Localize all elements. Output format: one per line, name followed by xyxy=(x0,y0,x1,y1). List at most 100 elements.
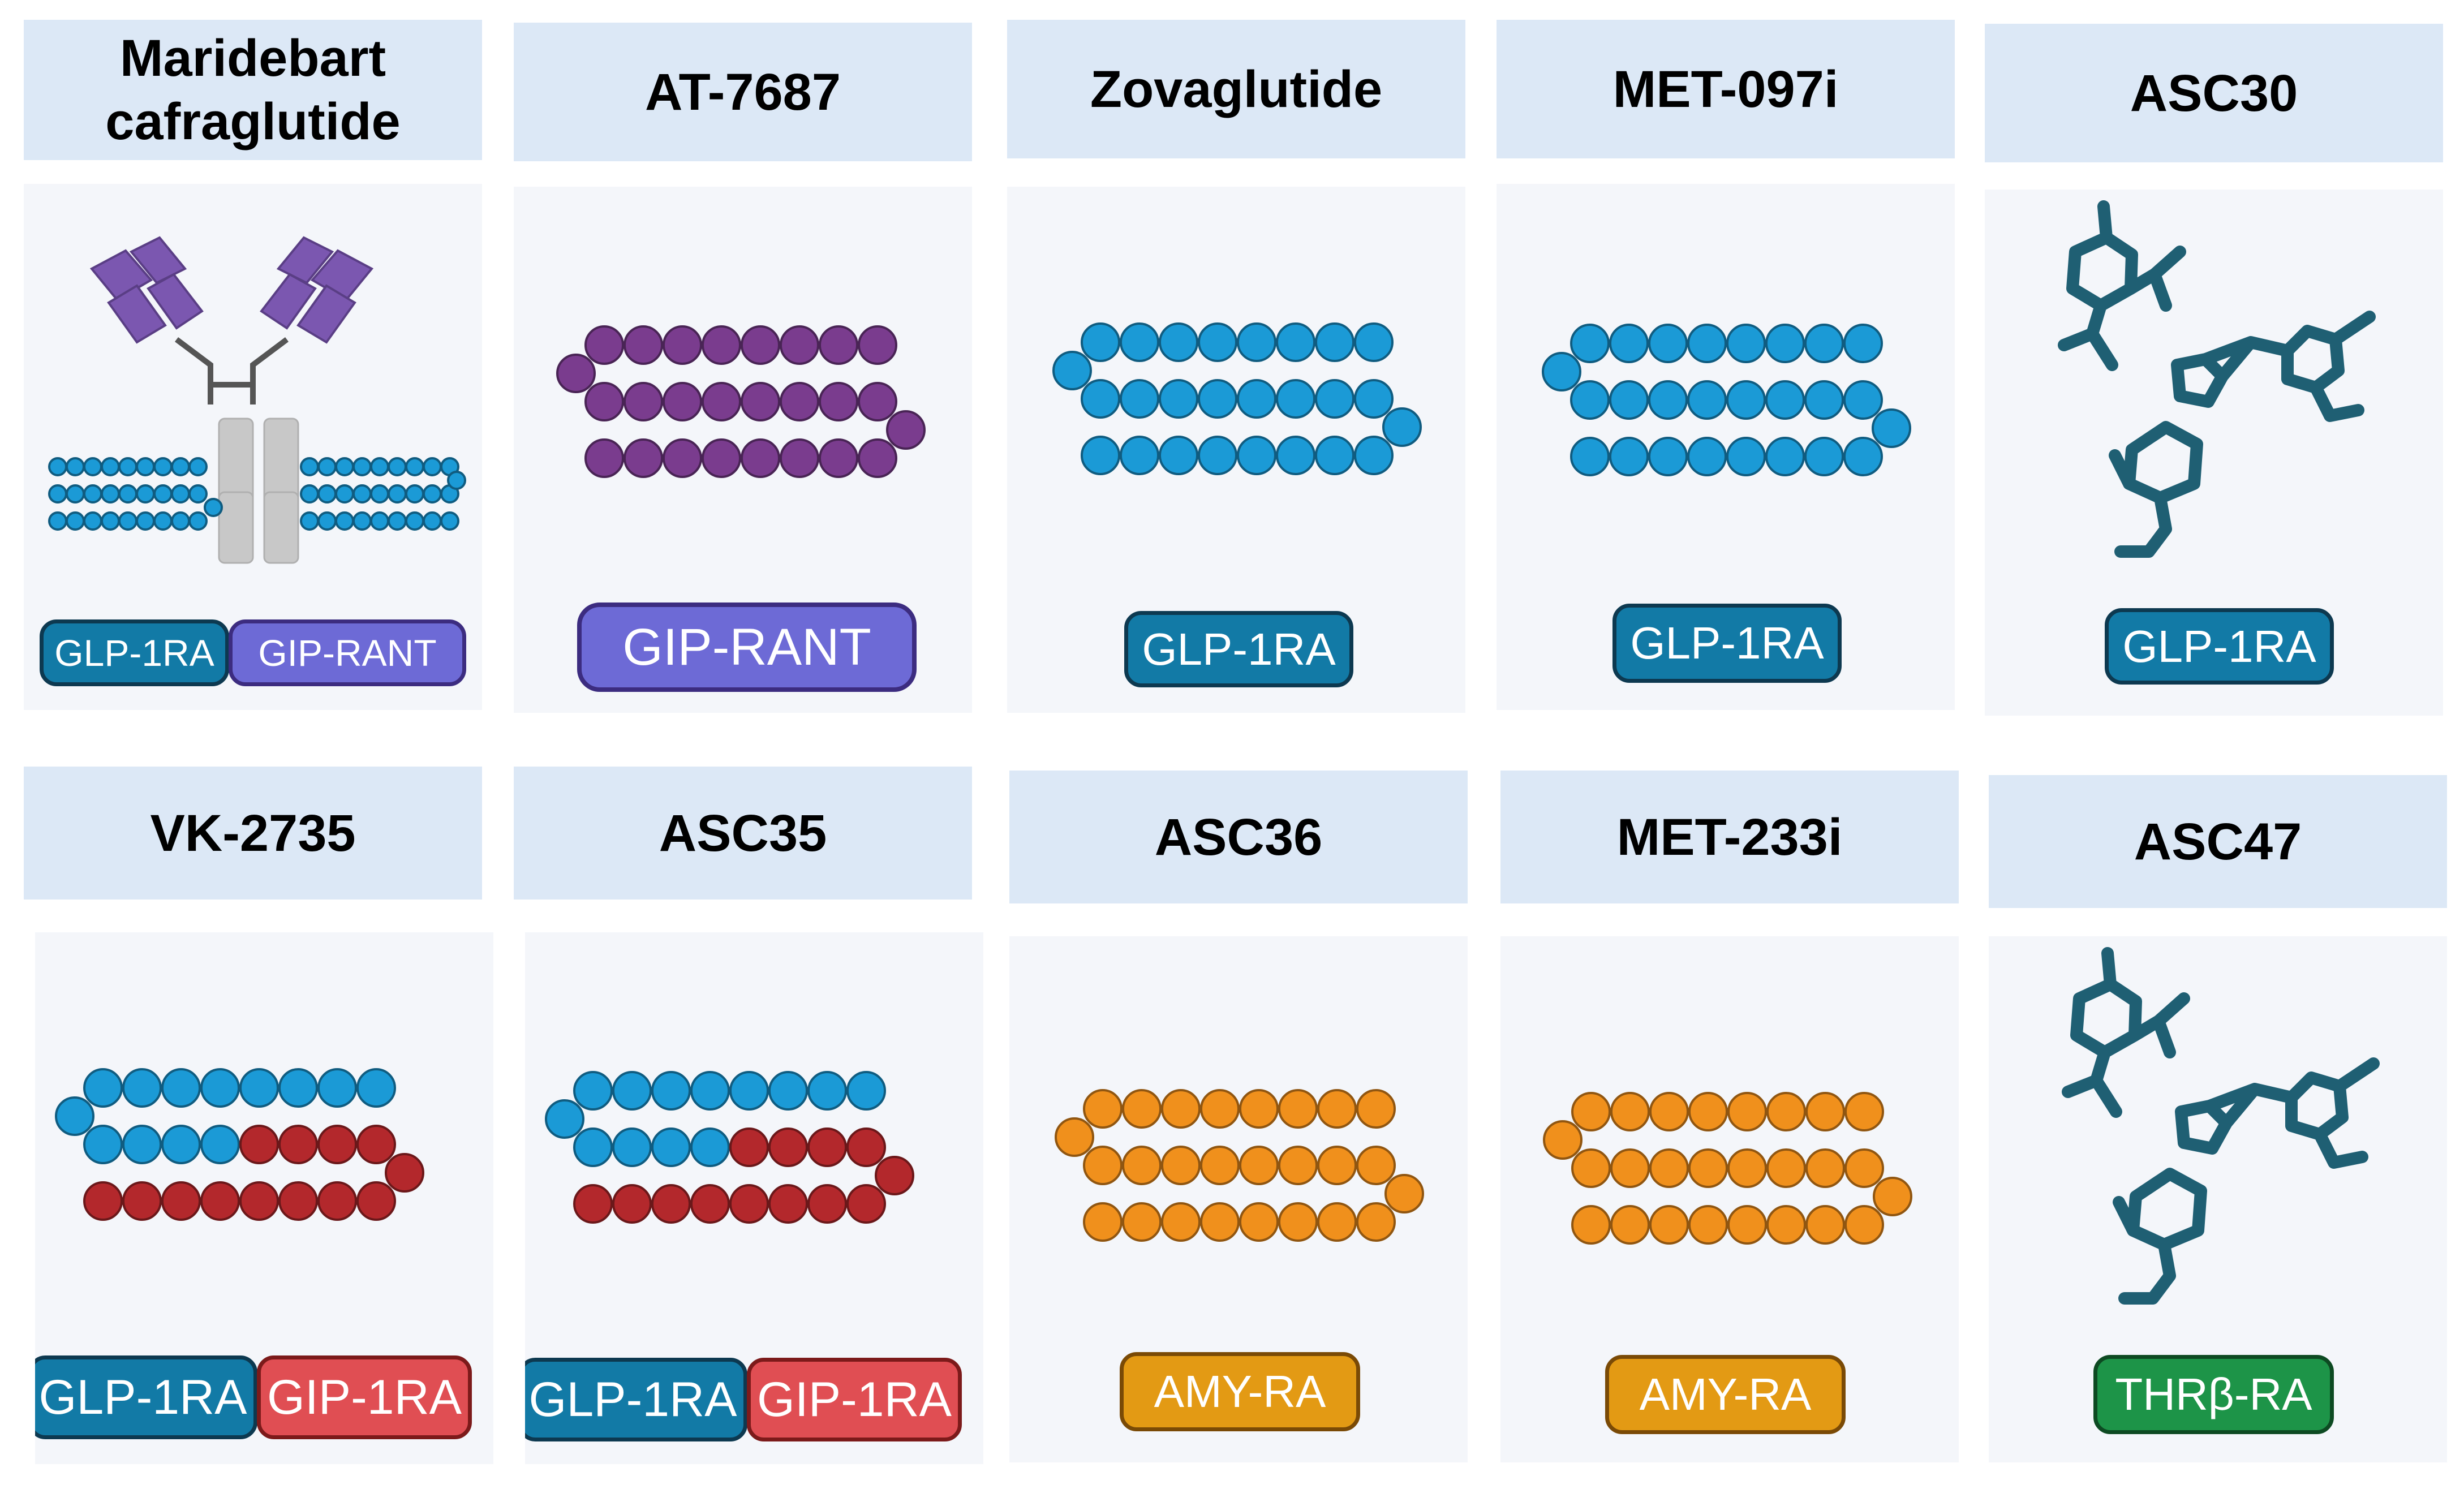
residue-bead xyxy=(356,1068,396,1108)
residue-bead xyxy=(663,438,702,478)
residue-bead xyxy=(846,1184,886,1224)
molecule-skeleton xyxy=(2062,947,2190,1118)
peptide-chain-illustration xyxy=(1055,1089,1424,1242)
glp1ra-label: GLP-1RA xyxy=(1124,611,1353,687)
peptide-chain-illustration xyxy=(1542,324,1911,476)
residue-bead xyxy=(278,1068,318,1108)
residue-bead xyxy=(1239,1089,1279,1129)
residue-bead xyxy=(807,1184,847,1224)
residue-bead xyxy=(388,457,407,476)
residue-bead xyxy=(1315,322,1354,362)
residue-bead xyxy=(1765,380,1805,420)
residue-bead xyxy=(1609,437,1649,476)
residue-bead xyxy=(1198,379,1237,419)
residue-bead xyxy=(370,484,389,503)
residue-bead xyxy=(1726,437,1766,476)
residue-bead xyxy=(122,1068,162,1108)
residue-bead xyxy=(405,484,424,503)
residue-bead xyxy=(101,457,120,476)
antibody-fc xyxy=(218,418,299,564)
residue-bead xyxy=(118,484,137,503)
residue-bead xyxy=(1276,436,1315,475)
residue-bead xyxy=(447,471,466,490)
residue-bead xyxy=(690,1127,730,1167)
residue-bead xyxy=(612,1071,652,1111)
title-met-097i: MET-097i xyxy=(1497,20,1955,158)
residue-bead xyxy=(1610,1205,1650,1245)
residue-bead xyxy=(1688,1148,1728,1188)
residue-bead xyxy=(663,325,702,365)
title-asc35: ASC35 xyxy=(514,767,972,900)
residue-bead xyxy=(1765,324,1805,363)
panel-vk-2735: GLP-1RA GIP-1RA xyxy=(35,932,493,1464)
amyra-label: AMY-RA xyxy=(1120,1352,1360,1431)
panel-asc30: GLP-1RA xyxy=(1985,190,2443,716)
antibody-hinge xyxy=(175,337,289,404)
residue-bead xyxy=(1804,380,1844,420)
title-met-233i: MET-233i xyxy=(1500,771,1959,903)
residue-bead xyxy=(573,1127,613,1167)
residue-bead xyxy=(317,1125,357,1164)
residue-bead xyxy=(1276,379,1315,419)
residue-bead xyxy=(356,1181,396,1221)
residue-bead xyxy=(1159,436,1198,475)
title-asc36: ASC36 xyxy=(1009,771,1468,903)
residue-bead xyxy=(136,457,155,476)
peptide-chain-illustration xyxy=(1543,1092,1912,1245)
residue-bead xyxy=(858,382,897,421)
residue-bead xyxy=(573,1071,613,1111)
residue-bead xyxy=(405,511,424,531)
residue-bead xyxy=(1609,380,1649,420)
residue-bead xyxy=(1081,379,1120,419)
glp1ra-label: GLP-1RA xyxy=(1612,604,1842,683)
residue-bead xyxy=(171,511,190,531)
residue-bead xyxy=(1727,1148,1767,1188)
residue-bead xyxy=(780,438,819,478)
residue-bead xyxy=(300,511,319,531)
residue-bead xyxy=(161,1125,201,1164)
residue-bead xyxy=(1844,1205,1884,1245)
residue-bead xyxy=(741,382,780,421)
residue-bead xyxy=(875,1156,914,1195)
peptide-chain-illustration xyxy=(545,1071,914,1224)
residue-bead xyxy=(1356,1146,1396,1185)
residue-bead xyxy=(1083,1146,1123,1185)
residue-bead xyxy=(66,484,85,503)
residue-bead xyxy=(780,325,819,365)
residue-bead xyxy=(1083,1202,1123,1242)
residue-bead xyxy=(768,1184,808,1224)
residue-bead xyxy=(1237,322,1276,362)
residue-bead xyxy=(819,325,858,365)
residue-bead xyxy=(1649,1092,1689,1131)
title-zovaglutide: Zovaglutide xyxy=(1007,20,1465,158)
residue-bead xyxy=(1805,1148,1845,1188)
title-asc47: ASC47 xyxy=(1989,775,2447,908)
title-vk-2735: VK-2735 xyxy=(24,767,482,900)
panel-met-097i: GLP-1RA xyxy=(1497,184,1955,710)
residue-bead xyxy=(612,1184,652,1224)
title-asc30: ASC30 xyxy=(1985,24,2443,162)
residue-bead xyxy=(651,1127,691,1167)
residue-bead xyxy=(1315,436,1354,475)
residue-bead xyxy=(1843,380,1883,420)
residue-bead xyxy=(317,511,337,531)
residue-bead xyxy=(1610,1148,1650,1188)
molecule-skeleton xyxy=(2109,421,2203,558)
residue-bead xyxy=(48,484,67,503)
panel-asc47: THRβ-RA xyxy=(1989,936,2447,1462)
residue-bead xyxy=(1610,1092,1650,1131)
residue-bead xyxy=(1571,1148,1611,1188)
molecule-skeleton xyxy=(2058,200,2186,371)
residue-bead xyxy=(200,1068,240,1108)
gip1ra-label: GIP-1RA xyxy=(747,1358,962,1441)
residue-bead xyxy=(1726,324,1766,363)
residue-bead xyxy=(352,511,372,531)
residue-bead xyxy=(188,457,208,476)
residue-bead xyxy=(1843,437,1883,476)
residue-bead xyxy=(1354,322,1394,362)
residue-bead xyxy=(1648,437,1688,476)
residue-bead xyxy=(1687,380,1727,420)
residue-bead xyxy=(741,325,780,365)
residue-bead xyxy=(1122,1089,1162,1129)
thrb-ra-label: THRβ-RA xyxy=(2093,1355,2334,1434)
